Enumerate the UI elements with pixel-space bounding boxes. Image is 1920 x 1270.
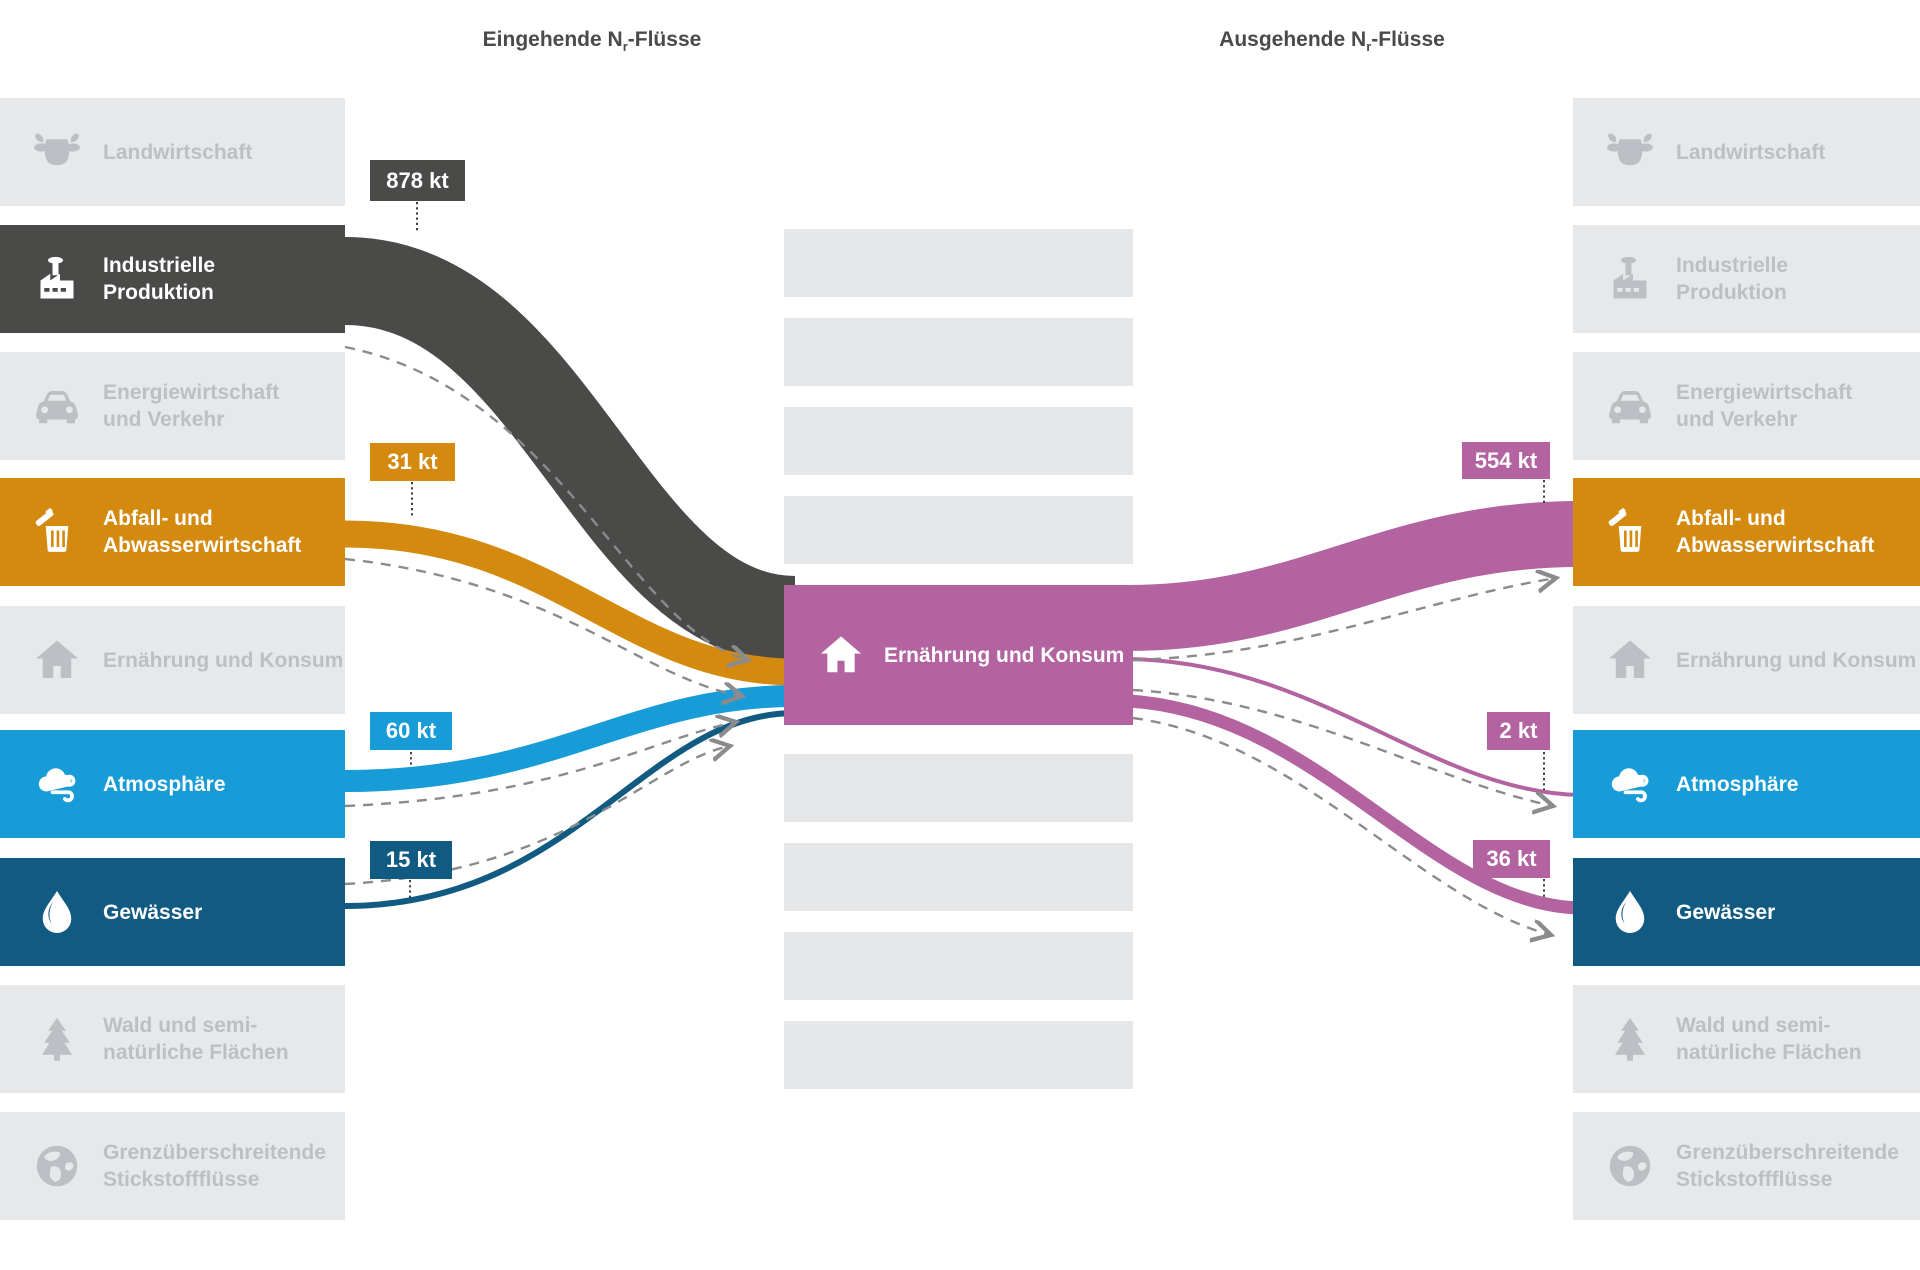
center-node-ernaehrung-und-konsum[interactable]: Ernährung und Konsum <box>784 585 1133 725</box>
center-placeholder <box>784 229 1133 297</box>
house-icon <box>818 632 864 678</box>
sector-right-landwirtschaft[interactable]: Landwirtschaft <box>1573 98 1920 206</box>
arrow-atmosphaere-out <box>1132 688 1553 806</box>
house-icon <box>33 636 81 684</box>
tree-icon <box>1606 1015 1654 1063</box>
house-icon <box>1606 636 1654 684</box>
sector-left-landwirtschaft[interactable]: Landwirtschaft <box>0 98 345 206</box>
arrow-industrie-in <box>344 345 748 660</box>
center-placeholder <box>784 932 1133 1000</box>
cloud-wind-icon <box>33 760 81 808</box>
flow-value-badge-atmosphaere-out: 2 kt <box>1487 712 1550 750</box>
sector-right-ernaehrung[interactable]: Ernährung und Konsum <box>1573 606 1920 714</box>
sector-left-ernaehrung[interactable]: Ernährung und Konsum <box>0 606 345 714</box>
flow-industrie-in <box>343 237 798 664</box>
water-drop-icon <box>1606 888 1654 936</box>
center-placeholder <box>784 318 1133 386</box>
flow-value-badge-abfall-out: 554 kt <box>1462 442 1550 479</box>
arrow-gewaesser-out <box>1132 716 1551 935</box>
globe-icon <box>1606 1142 1654 1190</box>
car-icon <box>1606 382 1654 430</box>
trash-icon <box>33 508 81 556</box>
arrow-atmosphaere-in <box>344 722 736 808</box>
flow-abfall-out <box>1127 501 1581 651</box>
flow-value-badge-gewaesser-out: 36 kt <box>1473 840 1550 878</box>
sector-right-wald[interactable]: Wald und semi-natürliche Flächen <box>1573 985 1920 1093</box>
center-placeholder <box>784 1021 1133 1089</box>
trash-icon <box>1606 508 1654 556</box>
flow-value-badge-abfall-in: 31 kt <box>370 443 455 481</box>
cloud-wind-icon <box>1606 760 1654 808</box>
flow-gewaesser-out <box>1127 694 1581 915</box>
sector-right-atmosphaere[interactable]: Atmosphäre <box>1573 730 1920 838</box>
flow-value-badge-gewaesser-in: 15 kt <box>370 841 452 879</box>
center-placeholder <box>784 754 1133 822</box>
flow-value-badge-industrie: 878 kt <box>370 160 465 201</box>
center-placeholder <box>784 843 1133 911</box>
car-icon <box>33 382 81 430</box>
arrow-gewaesser-in <box>344 746 730 886</box>
flow-value-badge-atmosphaere-in: 60 kt <box>370 712 452 750</box>
center-placeholder <box>784 407 1133 475</box>
globe-icon <box>33 1142 81 1190</box>
tree-icon <box>33 1015 81 1063</box>
water-drop-icon <box>33 888 81 936</box>
flow-atmosphaere-out <box>1127 657 1581 797</box>
sector-left-gewaesser[interactable]: Gewässer <box>0 858 345 966</box>
factory-icon <box>33 255 81 303</box>
sector-right-gewaesser[interactable]: Gewässer <box>1573 858 1920 966</box>
incoming-flows-header: Eingehende Nr-Flüsse <box>482 28 702 55</box>
outgoing-flows-header: Ausgehende Nr-Flüsse <box>1219 28 1445 55</box>
arrow-abfall-in <box>344 557 742 696</box>
cow-icon <box>33 128 81 176</box>
cow-icon <box>1606 128 1654 176</box>
center-placeholder <box>784 496 1133 564</box>
sector-left-atmosphaere[interactable]: Atmosphäre <box>0 730 345 838</box>
factory-icon <box>1606 255 1654 303</box>
sector-left-wald[interactable]: Wald und semi-natürliche Flächen <box>0 985 345 1093</box>
